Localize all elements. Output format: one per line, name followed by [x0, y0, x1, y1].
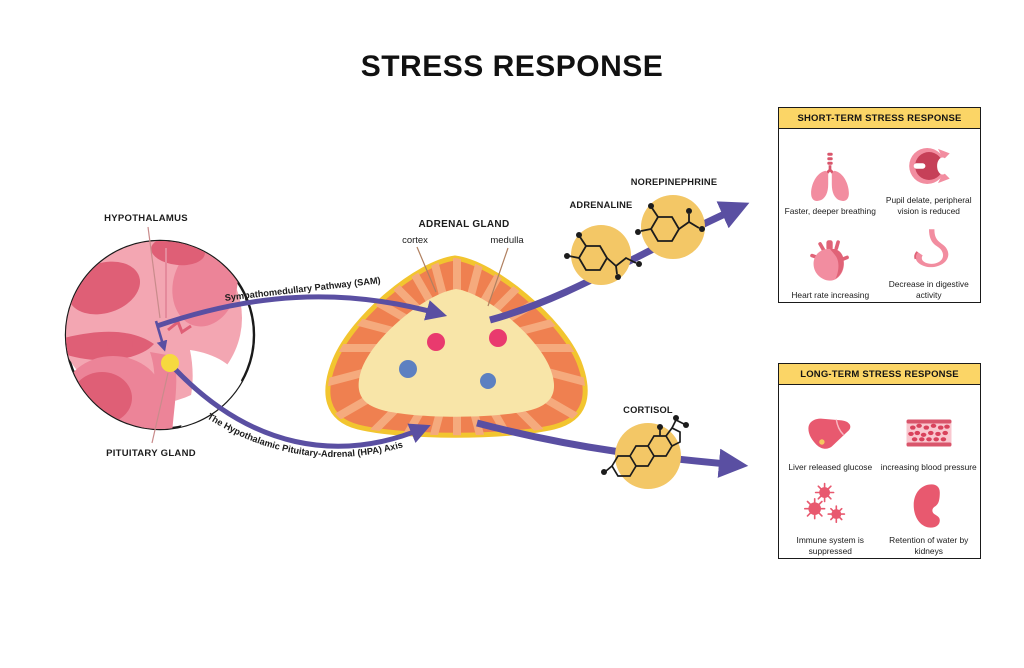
- long-term-panel-header: LONG-TERM STRESS RESPONSE: [779, 364, 980, 385]
- cortex-leader-line: [416, 246, 437, 293]
- short-term-caption-pupil: Pupil delate, peripheral vision is reduc…: [885, 195, 972, 217]
- short-term-caption-breathing: Faster, deeper breathing: [784, 206, 876, 217]
- hypothalamus-label: HYPOTHALAMUS: [104, 213, 188, 224]
- hypothalamus-leader-line: [147, 226, 161, 319]
- medulla-label: medulla: [490, 235, 524, 246]
- adrenaline-molecule: [564, 225, 642, 285]
- pituitary-gland-label: PITUITARY GLAND: [106, 448, 196, 459]
- short-term-caption-digestive: Decrease in digestive activity: [888, 279, 969, 301]
- adrenal-medulla: [358, 289, 555, 417]
- blood-vessel-icon: [906, 419, 952, 447]
- long-term-caption-kidney: Retention of water by kidneys: [889, 535, 969, 557]
- eye-icon: [908, 148, 950, 185]
- hormone-dot-pink: [427, 333, 445, 351]
- virus-icon: [804, 482, 846, 524]
- hormone-dot-pink: [489, 329, 507, 347]
- norepinephrine-molecule: [635, 195, 705, 259]
- hpa-axis-arrow: [172, 366, 431, 449]
- pituitary-gland-dot: [161, 354, 179, 372]
- short-term-caption-heart: Heart rate increasing: [791, 290, 870, 301]
- page-title: STRESS RESPONSE: [360, 50, 664, 83]
- cortisol-molecule: [601, 415, 689, 489]
- long-term-caption-immune: Immune system is suppressed: [796, 535, 864, 557]
- stomach-icon: [913, 229, 949, 268]
- long-term-item-kidney: Retention of water by kidneys: [881, 473, 977, 557]
- liver-icon: [808, 418, 851, 449]
- pituitary-leader-line: [151, 372, 169, 444]
- hypothalamus-to-pituitary-arrow: [154, 320, 168, 352]
- norepinephrine-label: NOREPINEPHRINE: [631, 177, 718, 187]
- kidney-icon: [913, 484, 940, 528]
- long-term-stress-response-panel: LONG-TERM STRESS RESPONSE Liver released…: [778, 363, 981, 559]
- short-term-item-digestive: Decrease in digestive activity: [881, 217, 977, 301]
- adrenal-gland-illustration: [325, 255, 588, 438]
- cortisol-release-arrow: [476, 419, 749, 478]
- cortex-label: cortex: [402, 235, 428, 246]
- adrenal-gland-label: ADRENAL GLAND: [419, 219, 510, 230]
- hormone-dot-blue: [399, 360, 417, 378]
- short-term-item-pupil: Pupil delate, peripheral vision is reduc…: [881, 133, 977, 217]
- short-term-stress-response-panel: SHORT-TERM STRESS RESPONSE Faster, deepe…: [778, 107, 981, 303]
- long-term-item-blood-pressure: increasing blood pressure: [881, 389, 977, 473]
- hormone-dot-blue: [480, 373, 496, 389]
- long-term-caption-blood-pressure: increasing blood pressure: [880, 462, 977, 473]
- short-term-panel-header: SHORT-TERM STRESS RESPONSE: [779, 108, 980, 129]
- lungs-icon: [811, 152, 850, 202]
- sam-pathway-arrow: [156, 294, 448, 329]
- long-term-caption-liver: Liver released glucose: [788, 462, 873, 473]
- heart-icon: [810, 240, 850, 281]
- short-term-item-breathing: Faster, deeper breathing: [785, 133, 876, 217]
- medulla-leader-line: [487, 247, 509, 307]
- adrenaline-label: ADRENALINE: [570, 200, 633, 210]
- cortisol-label: CORTISOL: [623, 405, 673, 415]
- long-term-item-liver: Liver released glucose: [788, 389, 872, 473]
- long-term-item-immune: Immune system is suppressed: [782, 473, 878, 557]
- short-term-item-heart: Heart rate increasing: [791, 217, 869, 301]
